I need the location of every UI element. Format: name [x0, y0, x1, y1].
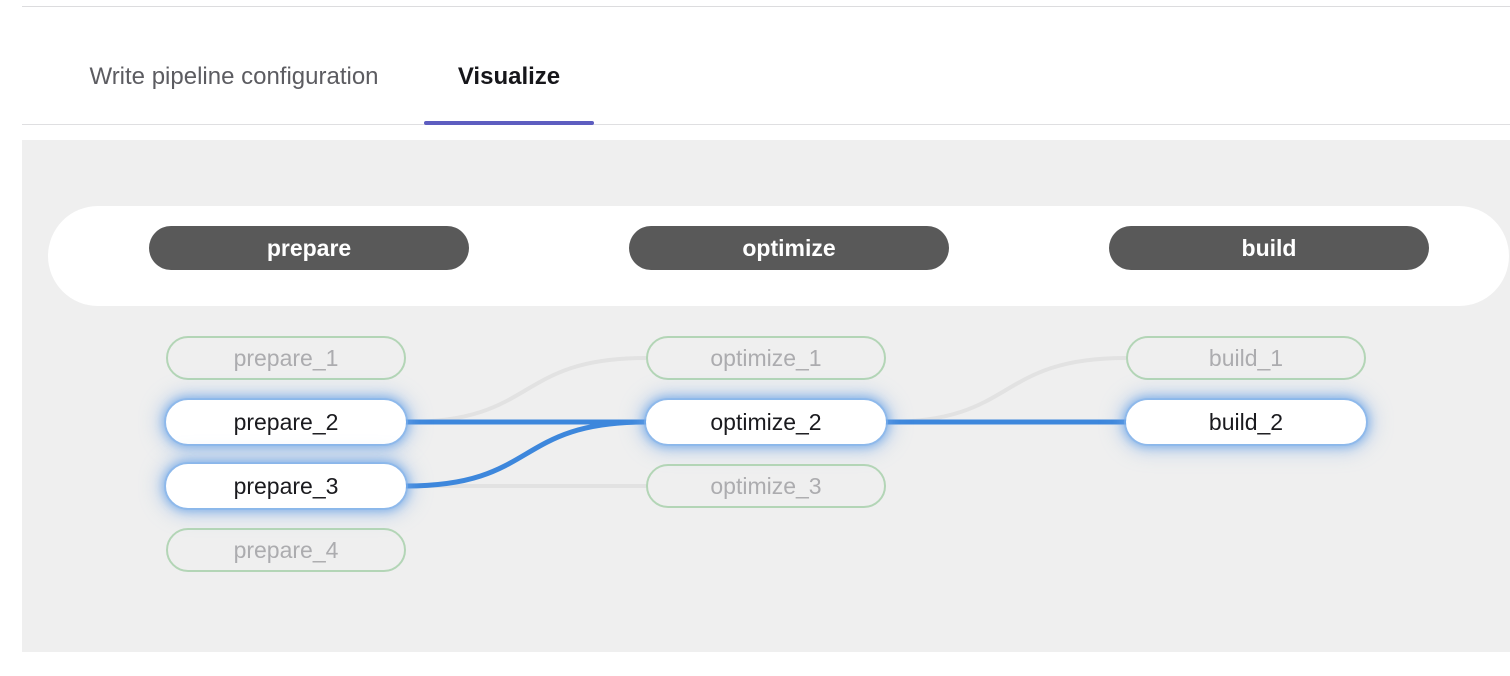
- job-node-optimize_2[interactable]: optimize_2: [646, 400, 886, 444]
- tab-label: Visualize: [457, 63, 561, 90]
- stage-pill-label: optimize: [742, 234, 836, 261]
- stage-pill-label: prepare: [266, 234, 352, 261]
- job-node-prepare_2[interactable]: prepare_2: [166, 400, 406, 444]
- stage-pill-optimize[interactable]: optimize: [629, 226, 949, 270]
- stage-pill-prepare[interactable]: prepare: [149, 226, 469, 270]
- job-node-label: prepare_3: [233, 472, 339, 499]
- job-node-label: prepare_2: [233, 408, 339, 435]
- pipeline-graph-canvas[interactable]: prepare optimize build prepare_1 prepare_…: [22, 140, 1510, 652]
- job-node-label: optimize_3: [710, 472, 822, 499]
- job-node-build_1[interactable]: build_1: [1126, 336, 1366, 380]
- tab-visualize[interactable]: Visualize: [424, 29, 594, 125]
- top-divider: [22, 6, 1510, 7]
- job-node-prepare_4[interactable]: prepare_4: [166, 528, 406, 572]
- stage-header-band: prepare optimize build: [48, 206, 1509, 306]
- job-node-optimize_3[interactable]: optimize_3: [646, 464, 886, 508]
- job-node-label: build_1: [1208, 344, 1284, 371]
- job-node-prepare_1[interactable]: prepare_1: [166, 336, 406, 380]
- tab-active-underline: [424, 121, 594, 125]
- tab-write-pipeline-configuration[interactable]: Write pipeline configuration: [48, 29, 420, 125]
- job-node-optimize_1[interactable]: optimize_1: [646, 336, 886, 380]
- job-node-label: build_2: [1208, 408, 1284, 435]
- job-node-build_2[interactable]: build_2: [1126, 400, 1366, 444]
- job-node-prepare_3[interactable]: prepare_3: [166, 464, 406, 508]
- tab-label: Write pipeline configuration: [89, 63, 379, 90]
- pipeline-edge-prepare_2-to-optimize_1: [404, 356, 648, 424]
- pipeline-edge-prepare_3-to-optimize_2: [403, 419, 649, 489]
- job-node-label: prepare_4: [233, 536, 339, 563]
- job-node-label: optimize_1: [710, 344, 822, 371]
- tab-bar-divider: [22, 124, 1510, 125]
- job-node-label: optimize_2: [710, 408, 822, 435]
- pipeline-edge-optimize_2-to-build_1: [884, 356, 1128, 424]
- job-node-label: prepare_1: [233, 344, 339, 371]
- stage-pill-label: build: [1241, 234, 1297, 261]
- tab-bar: Write pipeline configuration Visualize: [22, 28, 1510, 125]
- stage-pill-build[interactable]: build: [1109, 226, 1429, 270]
